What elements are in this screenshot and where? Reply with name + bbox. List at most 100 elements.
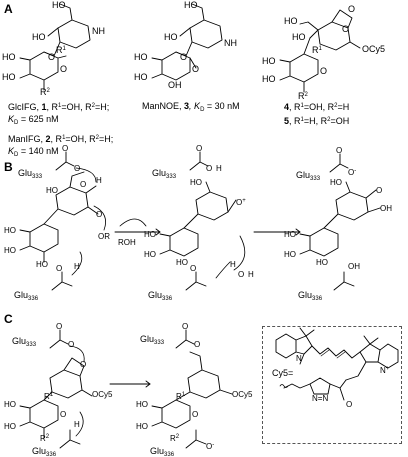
- glu333-label-middle: Glu333: [152, 168, 177, 180]
- atom-label: R1: [56, 45, 66, 55]
- glu336-label-left: Glu336: [14, 290, 39, 302]
- atom-label: O: [336, 146, 343, 155]
- cy5-carbonyl-o: O: [346, 400, 353, 409]
- atom-label: HO: [134, 72, 148, 82]
- atom-label: O: [180, 52, 188, 62]
- atom-label: O: [206, 164, 213, 173]
- atom-label: H: [248, 270, 254, 279]
- atom-label: HO: [316, 258, 328, 267]
- atom-label: HO: [52, 0, 66, 10]
- atom-label: HO: [32, 32, 46, 42]
- atom-label: HO: [190, 178, 202, 187]
- atom-label: O: [48, 52, 56, 62]
- atom-label: O: [348, 4, 356, 14]
- glu333-label-right: Glu333: [140, 334, 165, 346]
- compound-3-structure: [151, 3, 223, 81]
- compound-5-caption: 5, R1=H, R2=OH: [284, 116, 350, 126]
- atom-label: O: [320, 66, 328, 76]
- atom-label: H: [96, 176, 102, 185]
- cy5-structure-box: [262, 326, 402, 444]
- cy5-label: Cy5=: [272, 368, 294, 378]
- atom-label: O+: [236, 198, 246, 207]
- atom-label: HO: [4, 422, 16, 431]
- atom-label: OCy5: [92, 390, 113, 399]
- glu333-label-right: Glu333: [296, 170, 321, 182]
- atom-label: O: [194, 340, 201, 349]
- atom-label: HO: [164, 32, 178, 42]
- atom-label: NH: [224, 38, 237, 48]
- atom-label: R2: [40, 434, 50, 443]
- compound-4-5-structure: [279, 9, 361, 93]
- atom-label: OCy5: [362, 44, 386, 54]
- atom-label: H: [230, 260, 236, 269]
- atom-label: O: [60, 410, 67, 419]
- atom-label: O: [182, 322, 189, 331]
- panel-label-a: A: [4, 2, 13, 16]
- atom-label: O: [192, 64, 200, 74]
- atom-label: R1: [176, 392, 186, 401]
- atom-label: R1: [312, 45, 322, 55]
- atom-label: HO: [292, 32, 306, 42]
- atom-label: HO: [2, 72, 16, 82]
- atom-label: O: [62, 144, 69, 153]
- atom-label: O: [342, 24, 350, 34]
- atom-label: HO: [262, 56, 276, 66]
- atom-label: HO: [46, 186, 58, 195]
- glu336-label-right: Glu336: [150, 446, 175, 457]
- atom-label: O: [238, 270, 245, 279]
- atom-label: O: [60, 64, 68, 74]
- atom-label: OH: [348, 262, 360, 271]
- compound-1-caption: GlcIFG, 1, R1=OH, R2=H; KD = 625 nM: [8, 102, 110, 126]
- panel-c-scheme: [19, 327, 399, 449]
- atom-label: OR: [98, 232, 110, 241]
- atom-label: OH: [380, 204, 392, 213]
- atom-label: R2: [40, 87, 50, 97]
- atom-label: O: [96, 210, 103, 219]
- glu336-label-right: Glu336: [298, 290, 323, 302]
- glu333-label-left: Glu333: [12, 336, 37, 348]
- glu336-label-left: Glu336: [32, 446, 57, 457]
- roh-label: ROH: [118, 238, 136, 247]
- atom-label: O: [56, 264, 63, 273]
- atom-label: HO: [330, 178, 342, 187]
- cy5-atom-n-plus: N+: [380, 366, 390, 375]
- atom-label: HO: [284, 16, 298, 26]
- atom-label: O-: [348, 168, 357, 177]
- atom-label: O: [376, 186, 383, 195]
- atom-label: HO: [2, 52, 16, 62]
- atom-label: HO: [144, 230, 156, 239]
- atom-label: HO: [36, 260, 48, 269]
- atom-label: O: [80, 360, 87, 369]
- glu333-label-left: Glu333: [18, 168, 43, 180]
- compound-3-caption: ManNOE, 3, KD = 30 nM: [142, 101, 240, 113]
- atom-label: OCy5: [232, 390, 253, 399]
- compound-4-caption: 4, R1=OH, R2=H: [284, 102, 350, 112]
- atom-label: HO: [284, 250, 296, 259]
- cy5-triazole: N=N: [312, 394, 329, 403]
- atom-label: O: [190, 264, 197, 273]
- atom-label: H: [74, 420, 80, 429]
- atom-label: HO: [284, 230, 296, 239]
- atom-label: O: [196, 144, 203, 153]
- atom-label: HO: [136, 422, 148, 431]
- atom-label: OH: [168, 80, 182, 90]
- atom-label: O-: [206, 442, 215, 451]
- atom-label: R2: [298, 91, 308, 101]
- atom-label: HO: [262, 74, 276, 84]
- atom-label: R2: [170, 434, 180, 443]
- atom-label: O: [56, 322, 63, 331]
- panel-label-b: B: [4, 160, 13, 174]
- glu336-label-middle: Glu336: [148, 290, 173, 302]
- panel-b-scheme: [19, 151, 381, 291]
- atom-label: HO: [144, 250, 156, 259]
- atom-label: HO: [4, 246, 16, 255]
- atom-label: H: [74, 262, 80, 271]
- atom-label: HO: [4, 226, 16, 235]
- atom-label: O: [192, 410, 199, 419]
- compound-2-caption: ManIFG, 2, R1=OH, R2=H; KD = 140 nM: [8, 134, 114, 158]
- atom-label: HO: [184, 0, 198, 10]
- atom-label: HO: [4, 400, 16, 409]
- atom-label: NH: [92, 26, 105, 36]
